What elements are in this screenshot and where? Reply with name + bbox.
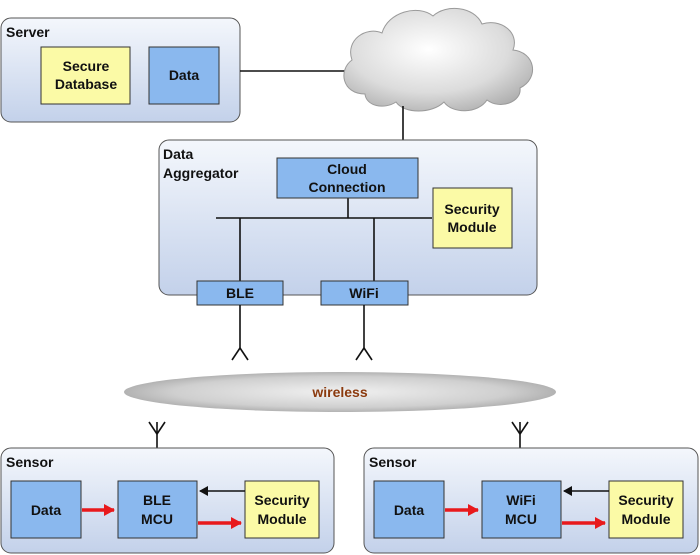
sensor-wifi-mcu-box: WiFi MCU (482, 481, 561, 538)
sensor-ble-security-label-line2: Module (258, 511, 307, 527)
server-container: Server Secure Database Data (1, 18, 240, 122)
ble-antenna-icon (232, 305, 248, 360)
sensor-ble-mcu-label-line1: BLE (143, 492, 171, 508)
aggregator-security-module-box: Security Module (433, 188, 512, 248)
aggregator-title-line2: Aggregator (163, 165, 239, 181)
sensor-ble-security-module-box: Security Module (245, 481, 319, 538)
sensor-wifi-data-box: Data (374, 481, 444, 538)
secure-database-label-line2: Database (55, 76, 117, 92)
server-data-label: Data (169, 67, 200, 83)
aggregator-security-label-line1: Security (444, 201, 499, 217)
cloud-icon (344, 8, 533, 111)
data-aggregator-container: Data Aggregator Cloud Connection Securit… (159, 140, 537, 305)
sensor-wifi-mcu-label-line1: WiFi (506, 492, 535, 508)
sensor-wifi-mcu-label-line2: MCU (505, 511, 537, 527)
wifi-antenna-icon (356, 305, 372, 360)
server-title: Server (6, 24, 50, 40)
aggregator-title-line1: Data (163, 146, 194, 162)
wireless-label: wireless (311, 384, 367, 400)
server-data-box: Data (149, 47, 219, 104)
wireless-medium: wireless (124, 372, 556, 412)
sensor-wifi-security-label-line2: Module (622, 511, 671, 527)
sensor-ble-data-box: Data (11, 481, 81, 538)
sensor-wifi-data-label: Data (394, 502, 425, 518)
cloud-connection-box: Cloud Connection (277, 158, 418, 198)
sensor-wifi-container: Sensor Data WiFi MCU Security Module (364, 448, 698, 553)
aggregator-ble-label: BLE (226, 285, 254, 301)
aggregator-wifi-label: WiFi (349, 285, 378, 301)
sensor-wifi-security-module-box: Security Module (609, 481, 683, 538)
aggregator-security-label-line2: Module (448, 219, 497, 235)
secure-database-box: Secure Database (41, 47, 130, 104)
aggregator-ble-box: BLE (197, 281, 283, 305)
cloud-connection-label-line2: Connection (309, 179, 386, 195)
sensor-wifi-security-label-line1: Security (618, 492, 673, 508)
sensor-ble-container: Sensor Data BLE MCU Security Module (1, 448, 334, 553)
cloud-connection-label-line1: Cloud (327, 161, 367, 177)
sensor-ble-mcu-label-line2: MCU (141, 511, 173, 527)
sensor-ble-title: Sensor (6, 454, 54, 470)
sensor-wifi-title: Sensor (369, 454, 417, 470)
sensor-ble-data-label: Data (31, 502, 62, 518)
secure-database-label-line1: Secure (63, 58, 110, 74)
aggregator-wifi-box: WiFi (321, 281, 408, 305)
sensor-ble-mcu-box: BLE MCU (118, 481, 197, 538)
sensor-ble-security-label-line1: Security (254, 492, 309, 508)
